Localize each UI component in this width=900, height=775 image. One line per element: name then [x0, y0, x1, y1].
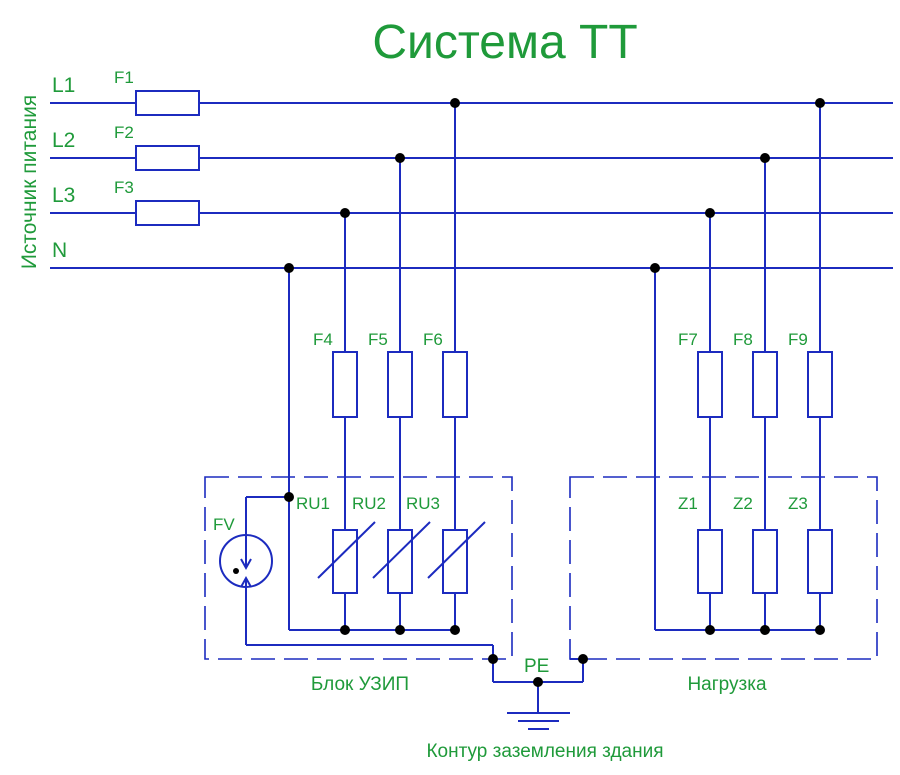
fuse-label-f8: F8 [733, 330, 753, 349]
junction-dot [760, 153, 770, 163]
fuse-label-f6: F6 [423, 330, 443, 349]
ground-label: Контур заземления здания [426, 741, 663, 762]
junction-dot [284, 263, 294, 273]
fuse-f5 [387, 351, 413, 418]
line-label-n: N [52, 239, 67, 262]
junction-dot [284, 492, 294, 502]
fuse-f3 [135, 200, 200, 226]
varistor-ru1 [332, 529, 358, 594]
varistor-label-ru3: RU3 [406, 494, 440, 513]
load-block-label: Нагрузка [687, 674, 767, 695]
junction-dot [760, 625, 770, 635]
fuse-f1 [135, 90, 200, 116]
junction-dot [488, 654, 498, 664]
junction-dot [578, 654, 588, 664]
varistor-ru2 [387, 529, 413, 594]
spd-block-frame [204, 476, 513, 660]
spd-block-label: Блок УЗИП [311, 674, 409, 695]
fuse-f7 [697, 351, 723, 418]
fv-inner-dot [233, 568, 239, 574]
junction-dot [650, 263, 660, 273]
junction-dot [340, 208, 350, 218]
fuse-label-f1: F1 [114, 68, 134, 87]
load-label-z1: Z1 [678, 494, 698, 513]
fuse-label-f5: F5 [368, 330, 388, 349]
fuse-f2 [135, 145, 200, 171]
load-z3 [807, 529, 833, 594]
fuse-label-f7: F7 [678, 330, 698, 349]
junction-dot [395, 625, 405, 635]
fv-top-arrow-icon [240, 558, 252, 571]
load-label-z3: Z3 [788, 494, 808, 513]
varistor-ru2-slash [372, 521, 431, 579]
junction-dot [340, 625, 350, 635]
spark-gap-label-fv: FV [213, 515, 235, 534]
fuse-f9 [807, 351, 833, 418]
fuse-label-f9: F9 [788, 330, 808, 349]
varistor-ru3 [442, 529, 468, 594]
source-label: Источник питания [18, 95, 41, 269]
fuse-label-f4: F4 [313, 330, 333, 349]
varistor-ru1-slash [317, 521, 376, 579]
varistor-ru3-slash [427, 521, 486, 579]
line-label-l1: L1 [52, 74, 75, 97]
junction-dot [450, 98, 460, 108]
varistor-label-ru1: RU1 [296, 494, 330, 513]
line-label-l2: L2 [52, 129, 75, 152]
line-label-l3: L3 [52, 184, 75, 207]
junction-dot [705, 208, 715, 218]
fuse-label-f3: F3 [114, 178, 134, 197]
load-z1 [697, 529, 723, 594]
junction-dot [705, 625, 715, 635]
pe-label: PE [524, 656, 549, 677]
load-z2 [752, 529, 778, 594]
junction-dot [395, 153, 405, 163]
junction-dot [533, 677, 543, 687]
fuse-f4 [332, 351, 358, 418]
varistor-label-ru2: RU2 [352, 494, 386, 513]
fv-bottom-arrow-icon [240, 575, 252, 588]
junction-dot [450, 625, 460, 635]
fuse-f8 [752, 351, 778, 418]
junction-dot [815, 625, 825, 635]
load-block-frame [569, 476, 878, 660]
junction-dot [815, 98, 825, 108]
diagram-title: Система ТТ [372, 16, 637, 69]
fuse-f6 [442, 351, 468, 418]
load-label-z2: Z2 [733, 494, 753, 513]
fuse-label-f2: F2 [114, 123, 134, 142]
